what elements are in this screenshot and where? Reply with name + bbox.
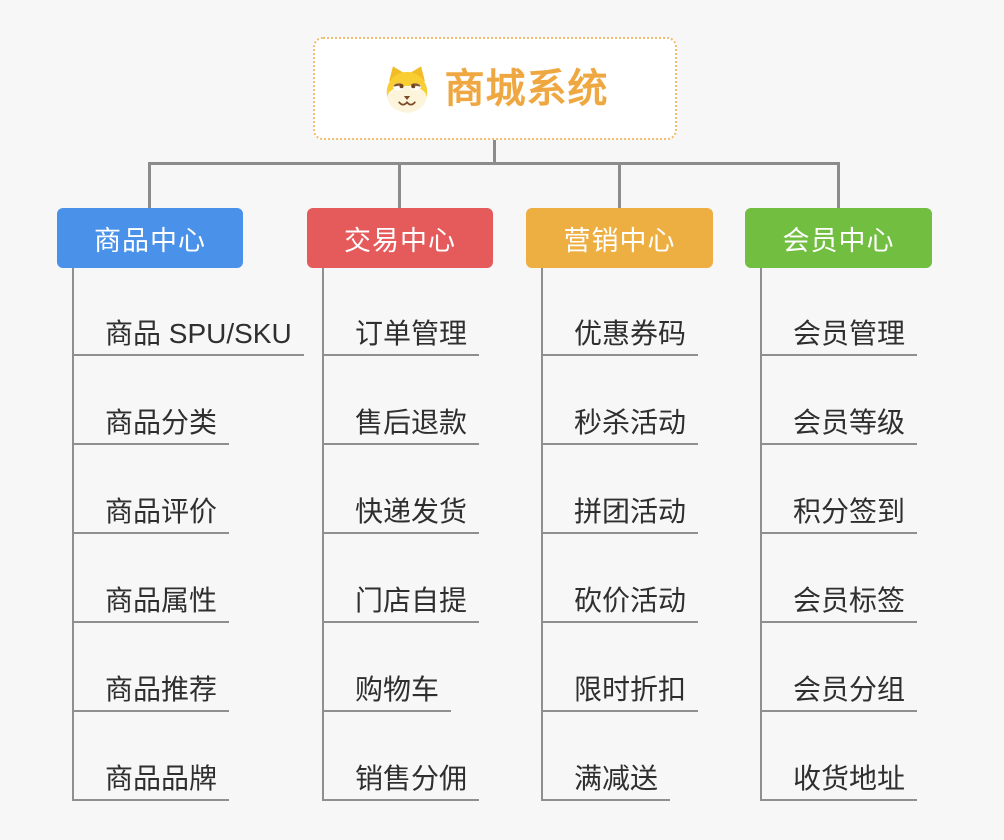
sub-topic-item[interactable]: 秒杀活动 xyxy=(541,409,699,445)
sub-topic-item[interactable]: 销售分佣 xyxy=(322,765,480,801)
sub-topic-item[interactable]: 砍价活动 xyxy=(541,587,699,623)
branch-topic-product-center[interactable]: 商品中心 xyxy=(57,208,243,268)
sub-topic-item[interactable]: 订单管理 xyxy=(322,320,480,356)
sub-topic-item[interactable]: 积分签到 xyxy=(760,498,918,534)
connector-horizontal-bar xyxy=(148,162,840,165)
sub-topic-item[interactable]: 门店自提 xyxy=(322,587,480,623)
sub-topic-item[interactable]: 会员分组 xyxy=(760,676,918,712)
sub-topic-item[interactable]: 商品属性 xyxy=(72,587,230,623)
sub-topic-item[interactable]: 会员等级 xyxy=(760,409,918,445)
root-topic-title: 商城系统 xyxy=(444,66,609,111)
sub-topic-item[interactable]: 商品评价 xyxy=(72,498,230,534)
sub-topic-item[interactable]: 收货地址 xyxy=(760,765,918,801)
sub-topic-item[interactable]: 商品 SPU/SKU xyxy=(72,320,304,356)
branch-trunk-line xyxy=(72,268,74,801)
root-topic[interactable]: 商城系统 xyxy=(313,37,677,140)
sub-topic-item[interactable]: 拼团活动 xyxy=(541,498,699,534)
connector-drop-product xyxy=(148,162,151,209)
connector-drop-marketing xyxy=(618,162,621,209)
branch-topic-trade-center[interactable]: 交易中心 xyxy=(307,208,493,268)
dog-face-icon xyxy=(386,65,427,112)
branch-trunk-line xyxy=(541,268,543,801)
branch-trunk-line xyxy=(322,268,324,801)
connector-root-stub xyxy=(493,140,496,164)
sub-topic-item[interactable]: 满减送 xyxy=(541,765,671,801)
branch-trade-center: 交易中心 订单管理 售后退款 快递发货 门店自提 购物车 销售分佣 xyxy=(307,208,547,818)
branch-member-center: 会员中心 会员管理 会员等级 积分签到 会员标签 会员分组 收货地址 xyxy=(745,208,985,818)
sub-topic-item[interactable]: 购物车 xyxy=(322,676,452,712)
sub-topic-item[interactable]: 商品推荐 xyxy=(72,676,230,712)
branch-marketing-center: 营销中心 优惠券码 秒杀活动 拼团活动 砍价活动 限时折扣 满减送 xyxy=(526,208,766,818)
sub-topic-item[interactable]: 优惠券码 xyxy=(541,320,699,356)
sub-topic-item[interactable]: 快递发货 xyxy=(322,498,480,534)
sub-topic-item[interactable]: 限时折扣 xyxy=(541,676,699,712)
branch-trunk-line xyxy=(760,268,762,801)
branch-topic-marketing-center[interactable]: 营销中心 xyxy=(526,208,713,268)
sub-topic-item[interactable]: 商品品牌 xyxy=(72,765,230,801)
connector-drop-member xyxy=(837,162,840,209)
sub-topic-item[interactable]: 商品分类 xyxy=(72,409,230,445)
sub-topic-item[interactable]: 会员管理 xyxy=(760,320,918,356)
branch-topic-member-center[interactable]: 会员中心 xyxy=(745,208,932,268)
connector-drop-trade xyxy=(398,162,401,209)
branch-product-center: 商品中心 商品 SPU/SKU 商品分类 商品评价 商品属性 商品推荐 商品品牌 xyxy=(57,208,304,818)
sub-topic-item[interactable]: 售后退款 xyxy=(322,409,480,445)
sub-topic-item[interactable]: 会员标签 xyxy=(760,587,918,623)
